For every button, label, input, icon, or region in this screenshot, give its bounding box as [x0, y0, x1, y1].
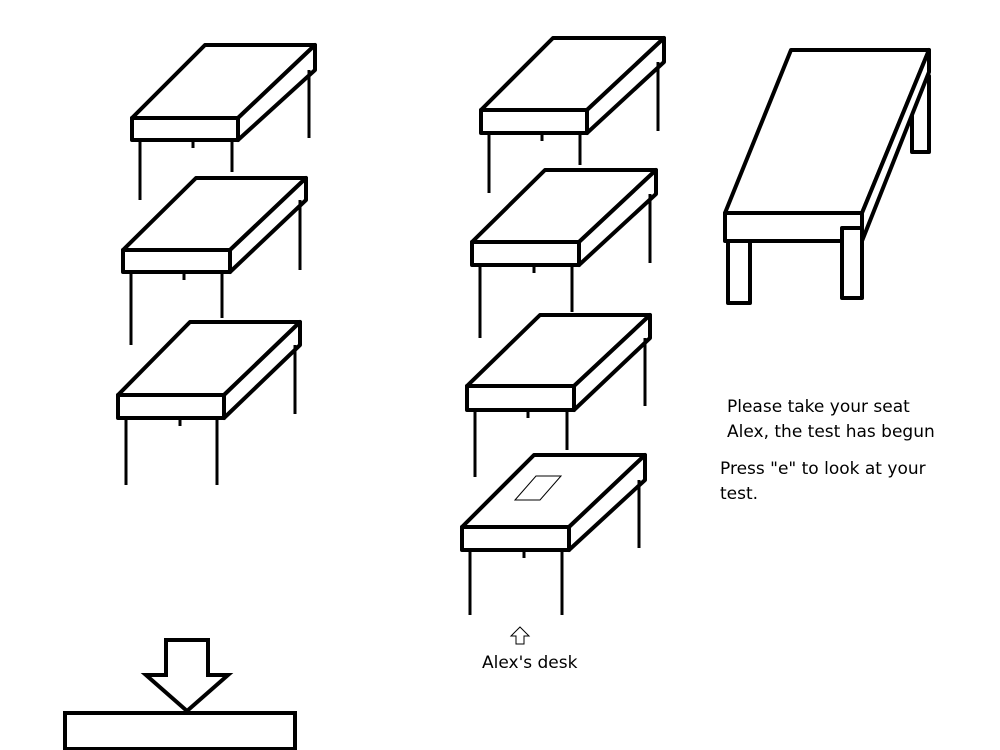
take-seat-line-2: Alex, the test has begun: [727, 422, 935, 442]
student-desk: [116, 320, 302, 485]
down-arrow-icon: [140, 638, 234, 714]
instruction-message: Press "e" to look at your test.: [720, 459, 926, 504]
student-desk: [470, 168, 658, 338]
teacher-desk: [723, 48, 931, 305]
student-desk: [130, 43, 317, 200]
student-desk: [465, 313, 652, 477]
take-seat-line-1: Please take your seat: [727, 397, 910, 417]
alex-desk-label: Alex's desk: [482, 653, 578, 673]
exit-door[interactable]: [63, 711, 297, 750]
student-desk: [479, 36, 666, 193]
alex-desk[interactable]: [460, 453, 647, 615]
take-seat-message: Please take your seat Alex, the test has…: [727, 395, 935, 445]
up-arrow-icon: [509, 626, 531, 645]
student-desk: [121, 176, 308, 345]
test-paper[interactable]: [513, 475, 563, 501]
